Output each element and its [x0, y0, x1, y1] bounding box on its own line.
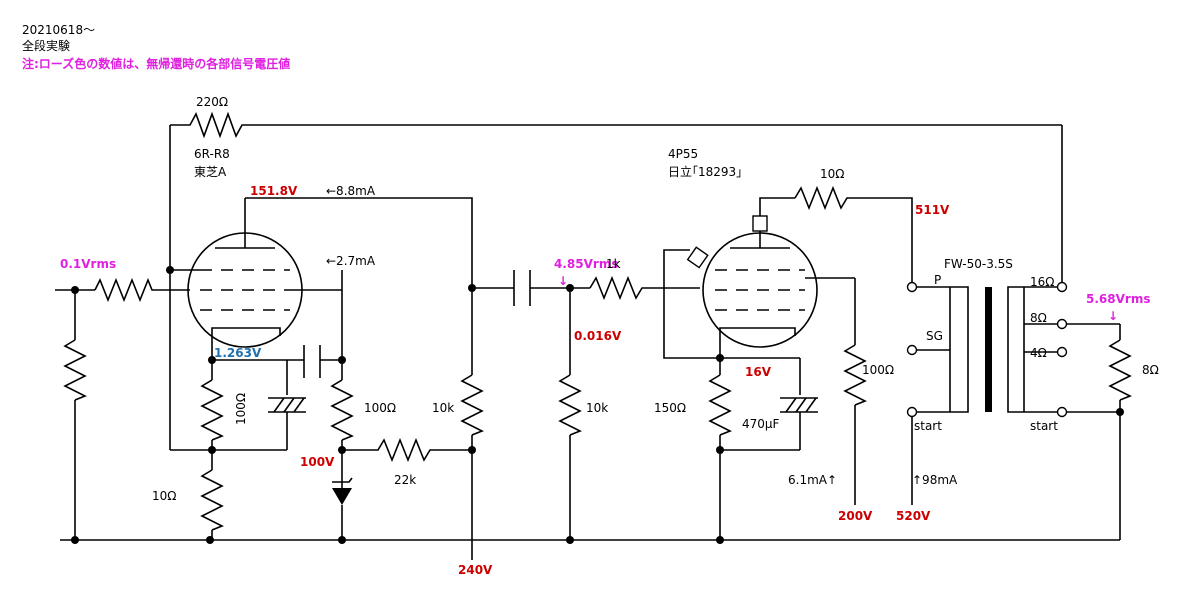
v2-plate-stopper-label: 10Ω [820, 167, 844, 181]
v1-plate-current: ←8.8mA [326, 184, 376, 198]
v2-grid-stopper [589, 275, 700, 301]
v2-cathode-resistor-label: 150Ω [654, 401, 686, 415]
load-resistor [1067, 323, 1132, 540]
transformer-label: FW-50-3.5S [944, 257, 1013, 271]
v1-screen-circuit [330, 270, 472, 540]
v1-fb-cathode-resistor-label: 10Ω [152, 489, 176, 503]
tap-p-label: P [934, 273, 941, 287]
v1-type-label: 6R-R8 [194, 147, 230, 161]
tap-start-primary-label: start [914, 419, 942, 433]
v2-maker-label: 日立｢18293｣ [668, 164, 742, 179]
input-resistor [94, 277, 190, 303]
note-label: 注:ローズ色の数値は、無帰還時の各部信号電圧値 [22, 56, 290, 71]
feedback-resistor [170, 111, 1062, 139]
v2-cathode-circuit [708, 345, 818, 540]
grid-leak-resistor [558, 288, 582, 540]
zener-diode [332, 488, 352, 505]
v2-cathode-capacitor-label: 470μF [742, 417, 780, 431]
input-section [55, 277, 190, 540]
screen-supply-voltage: 100V [300, 455, 335, 469]
v1-plate-wire [245, 197, 473, 285]
grid-leak-resistor-label: 10k [586, 401, 608, 415]
v2-plate-current: ↑98mA [912, 473, 958, 487]
v2-grid-signal-arrow: ↓ [558, 274, 568, 288]
v1-cathode-voltage: 1.263V [214, 346, 262, 360]
feedback-path [166, 111, 1063, 450]
tap-16-label: 16Ω [1030, 275, 1054, 289]
load-resistor-label: 8Ω [1142, 363, 1159, 377]
v1-screen-current: ←2.7mA [326, 254, 376, 268]
date-label: 20210618～ [22, 23, 95, 37]
v2-plate-voltage: 511V [915, 203, 950, 217]
tap-8-label: 8Ω [1030, 311, 1047, 325]
input-shunt-resistor [63, 339, 87, 401]
dropping-resistor-label: 22k [394, 473, 416, 487]
v2-cathode-voltage: 16V [745, 365, 772, 379]
output-signal-label: 5.68Vrms [1086, 292, 1150, 306]
v1-screen-resistor-label: 100Ω [364, 401, 396, 415]
v2-screen-current: 6.1mA↑ [788, 473, 837, 487]
feedback-resistor-label: 220Ω [196, 95, 228, 109]
v2-screen-circuit [843, 344, 867, 505]
input-signal-label: 0.1Vrms [60, 257, 116, 271]
tap-start-secondary-label: start [1030, 419, 1058, 433]
ground-bus [60, 536, 1120, 544]
subtitle-label: 全段実験 [22, 38, 70, 53]
output-signal-arrow: ↓ [1108, 309, 1118, 323]
tap-4-label: 4Ω [1030, 346, 1047, 360]
v2-grid-dc-voltage: 0.016V [574, 329, 622, 343]
v1-cathode-resistor-label: 100Ω [234, 393, 248, 425]
v2-plate-circuit [759, 185, 918, 293]
b240-voltage: 240V [458, 563, 493, 577]
v2-grid-signal-label: 4.85Vrms [554, 257, 618, 271]
v2-type-label: 4P55 [668, 147, 698, 161]
b520-voltage: 520V [896, 509, 931, 523]
v1-plate-voltage: 151.8V [250, 184, 298, 198]
v1-tube [170, 198, 342, 348]
v1-cathode-circuit [170, 345, 342, 540]
tap-sg-label: SG [926, 329, 943, 343]
v2-grid-stopper-label: 1k [606, 257, 621, 271]
b200-voltage: 200V [838, 509, 873, 523]
v1-maker-label: 東芝A [194, 164, 227, 179]
dropping-resistor [342, 437, 472, 463]
v1-plate-resistor [460, 284, 484, 560]
coupling-capacitor [472, 270, 590, 306]
v2-tube [663, 215, 856, 359]
output-transformer [906, 281, 1068, 505]
v1-plate-resistor-label: 10k [432, 401, 454, 415]
v2-screen-resistor-label: 100Ω [862, 363, 894, 377]
